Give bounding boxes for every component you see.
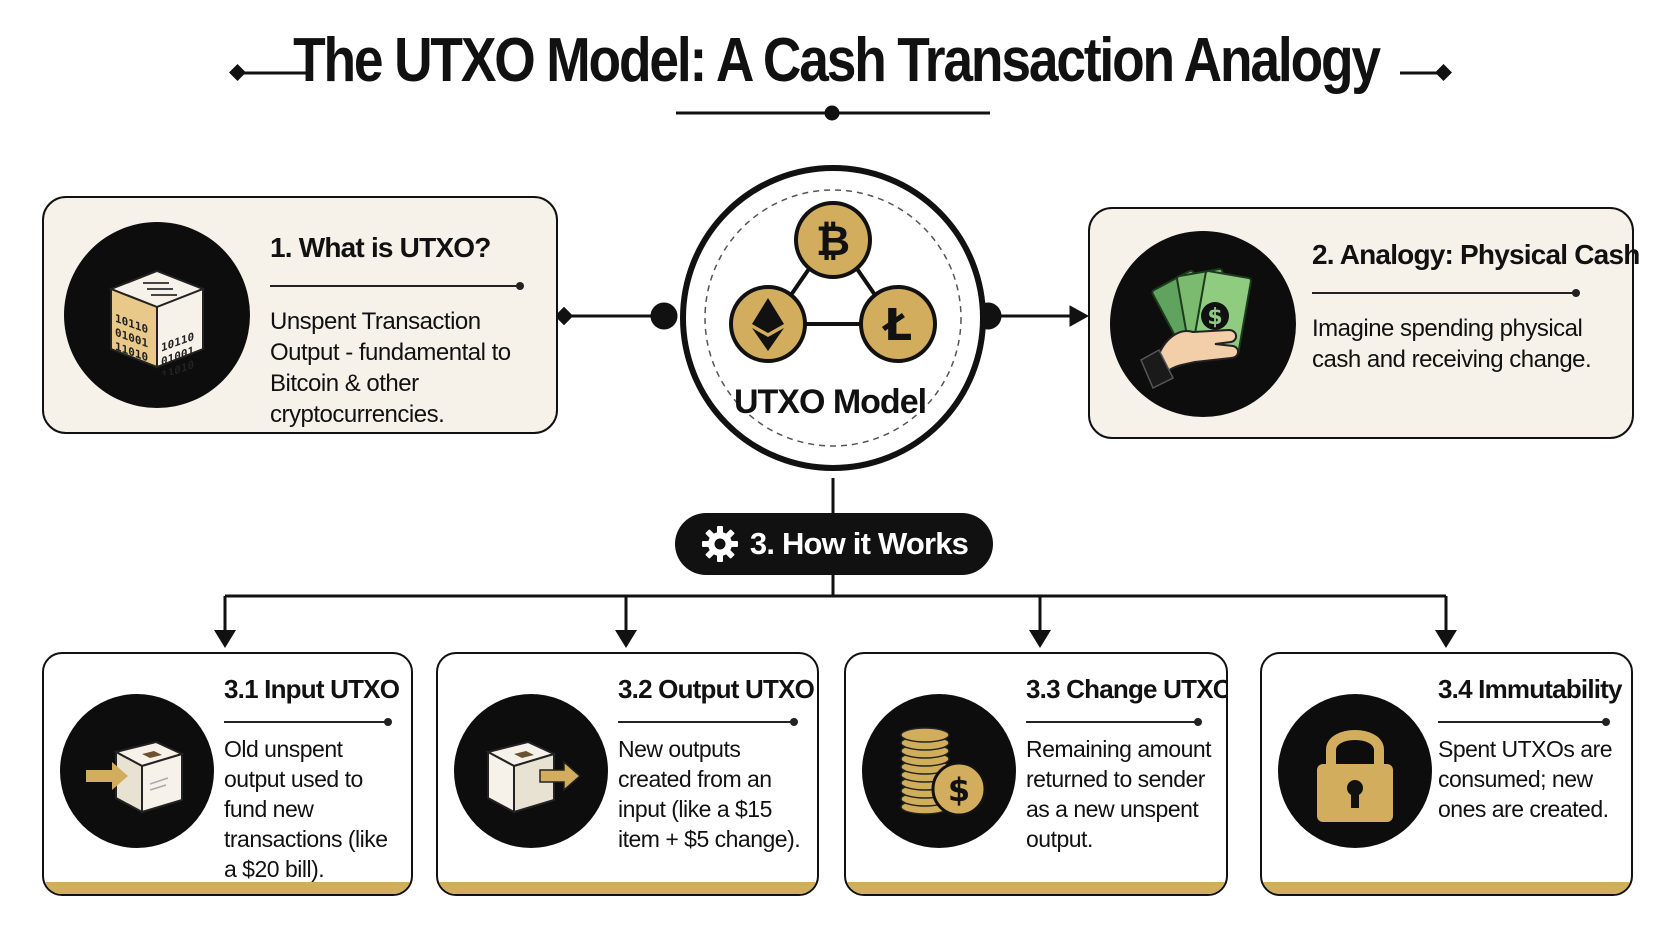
card-heading: 1. What is UTXO? [270, 232, 491, 263]
how-it-works-badge: 3. How it Works [675, 513, 993, 575]
card-divider [270, 282, 524, 290]
card-heading: 2. Analogy: Physical Cash [1312, 239, 1640, 270]
step-card-immutability: 3.4 Immutability Spent UTXOs are consume… [1260, 652, 1633, 896]
step-heading: 3.2 Output UTXO [618, 674, 815, 704]
step-description: Remaining amount returned to sender as a… [1026, 736, 1212, 852]
bitcoin-symbol: ₿ [816, 216, 850, 265]
step-description: New outputs created from an input (like … [618, 736, 801, 852]
utxo-model-label: UTXO Model [733, 383, 927, 421]
step-heading: 3.3 Change UTXO [1026, 674, 1228, 704]
step-description: Spent UTXOs are consumed; new ones are c… [1438, 736, 1613, 822]
step-divider [224, 718, 392, 726]
data-cube-icon: 10110 01001 11010 10110 01001 11010 [64, 222, 250, 408]
box-output-icon [454, 694, 608, 848]
ethereum-coin-icon [729, 285, 807, 363]
box-input-icon [60, 694, 214, 848]
padlock-icon [1278, 694, 1432, 848]
how-it-works-label: 3. How it Works [749, 526, 969, 561]
step-description: Old unspent output used to fund new tran… [224, 736, 388, 882]
card-description: Unspent Transaction Output - fundamental… [270, 308, 511, 428]
step-divider [1438, 718, 1610, 726]
card-description: Imagine spending physical cash and recei… [1312, 315, 1592, 373]
bitcoin-coin-icon: ₿ [794, 201, 872, 279]
step-divider [1026, 718, 1202, 726]
litecoin-symbol: Ł [882, 300, 912, 351]
dollar-symbol: $ [1207, 305, 1222, 330]
step-card-change-utxo: $ 3.3 Change UTXO Remaining amount retur… [844, 652, 1228, 896]
dollar-symbol: $ [948, 771, 970, 809]
utxo-model-hub: ₿ Ł [680, 165, 986, 471]
step-heading: 3.4 Immutability [1438, 674, 1623, 704]
page-title: The UTXO Model: A Cash Transaction Analo… [293, 26, 1381, 95]
coins-icon: $ [862, 694, 1016, 848]
step-card-output-utxo: 3.2 Output UTXO New outputs created from… [436, 652, 819, 896]
step-heading: 3.1 Input UTXO [224, 674, 400, 704]
title-decoration [229, 64, 1452, 121]
step-card-input-utxo: 3.1 Input UTXO Old unspent output used t… [42, 652, 413, 896]
step-divider [618, 718, 798, 726]
card-analogy-physical-cash: $ 2. Analogy: Physical Cash Imagine spen… [1088, 207, 1640, 439]
gear-icon [701, 526, 738, 562]
card-what-is-utxo: 10110 01001 11010 10110 01001 11010 1. W… [42, 196, 558, 434]
step-distribution-lines [214, 575, 1457, 648]
card-divider [1312, 289, 1580, 297]
litecoin-coin-icon: Ł [859, 285, 937, 363]
hand-cash-icon: $ [1110, 231, 1296, 417]
left-connector [554, 302, 678, 330]
